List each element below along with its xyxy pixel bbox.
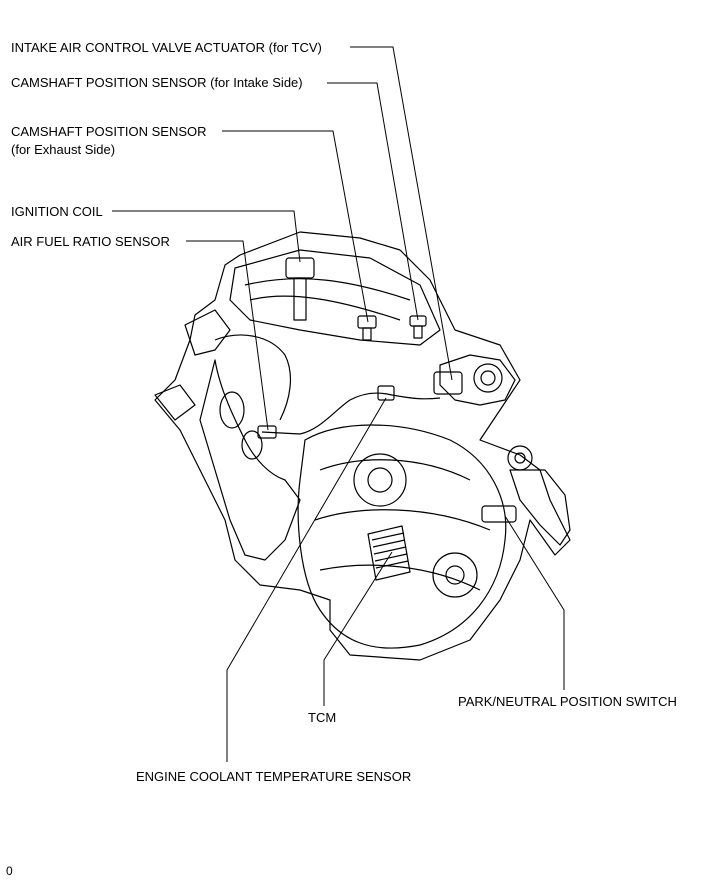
exhaust-manifold [199,359,301,561]
leader-coolant-temp [226,397,387,762]
label-park-neutral-switch: PARK/NEUTRAL POSITION SWITCH [458,694,677,709]
leader-cam-sensor-exhaust [222,130,369,323]
af-sensor-harness [261,392,441,435]
label-intake-valve-actuator: INTAKE AIR CONTROL VALVE ACTUATOR (for T… [11,40,322,55]
leader-ignition-coil [112,210,301,263]
axle-mount [509,469,571,546]
label-coolant-temp-sensor: ENGINE COOLANT TEMPERATURE SENSOR [136,769,412,784]
tcm-shape [367,525,411,581]
label-ignition-coil: IGNITION COIL [11,204,103,219]
footer-code: 0 [6,864,13,878]
valve-actuator-shape [433,371,463,395]
engine-block-outline [154,231,571,661]
label-air-fuel-ratio-sensor: AIR FUEL RATIO SENSOR [11,234,170,249]
label-cam-sensor-exhaust: CAMSHAFT POSITION SENSOR (for Exhaust Si… [11,124,207,157]
leader-tcm [323,551,393,706]
leader-cam-sensor-intake [327,82,419,321]
leader-intake-valve-actuator [350,46,453,381]
transaxle-case [297,424,507,649]
label-tcm: TCM [308,710,337,725]
label-cam-sensor-intake: CAMSHAFT POSITION SENSOR (for Intake Sid… [11,75,303,90]
pn-switch-shape [481,505,517,523]
leader-air-fuel-ratio [186,240,269,431]
leader-park-neutral [504,515,565,690]
coolant-sensor-shape [377,385,395,401]
throttle-body [439,354,516,406]
cylinder-head [229,249,441,346]
